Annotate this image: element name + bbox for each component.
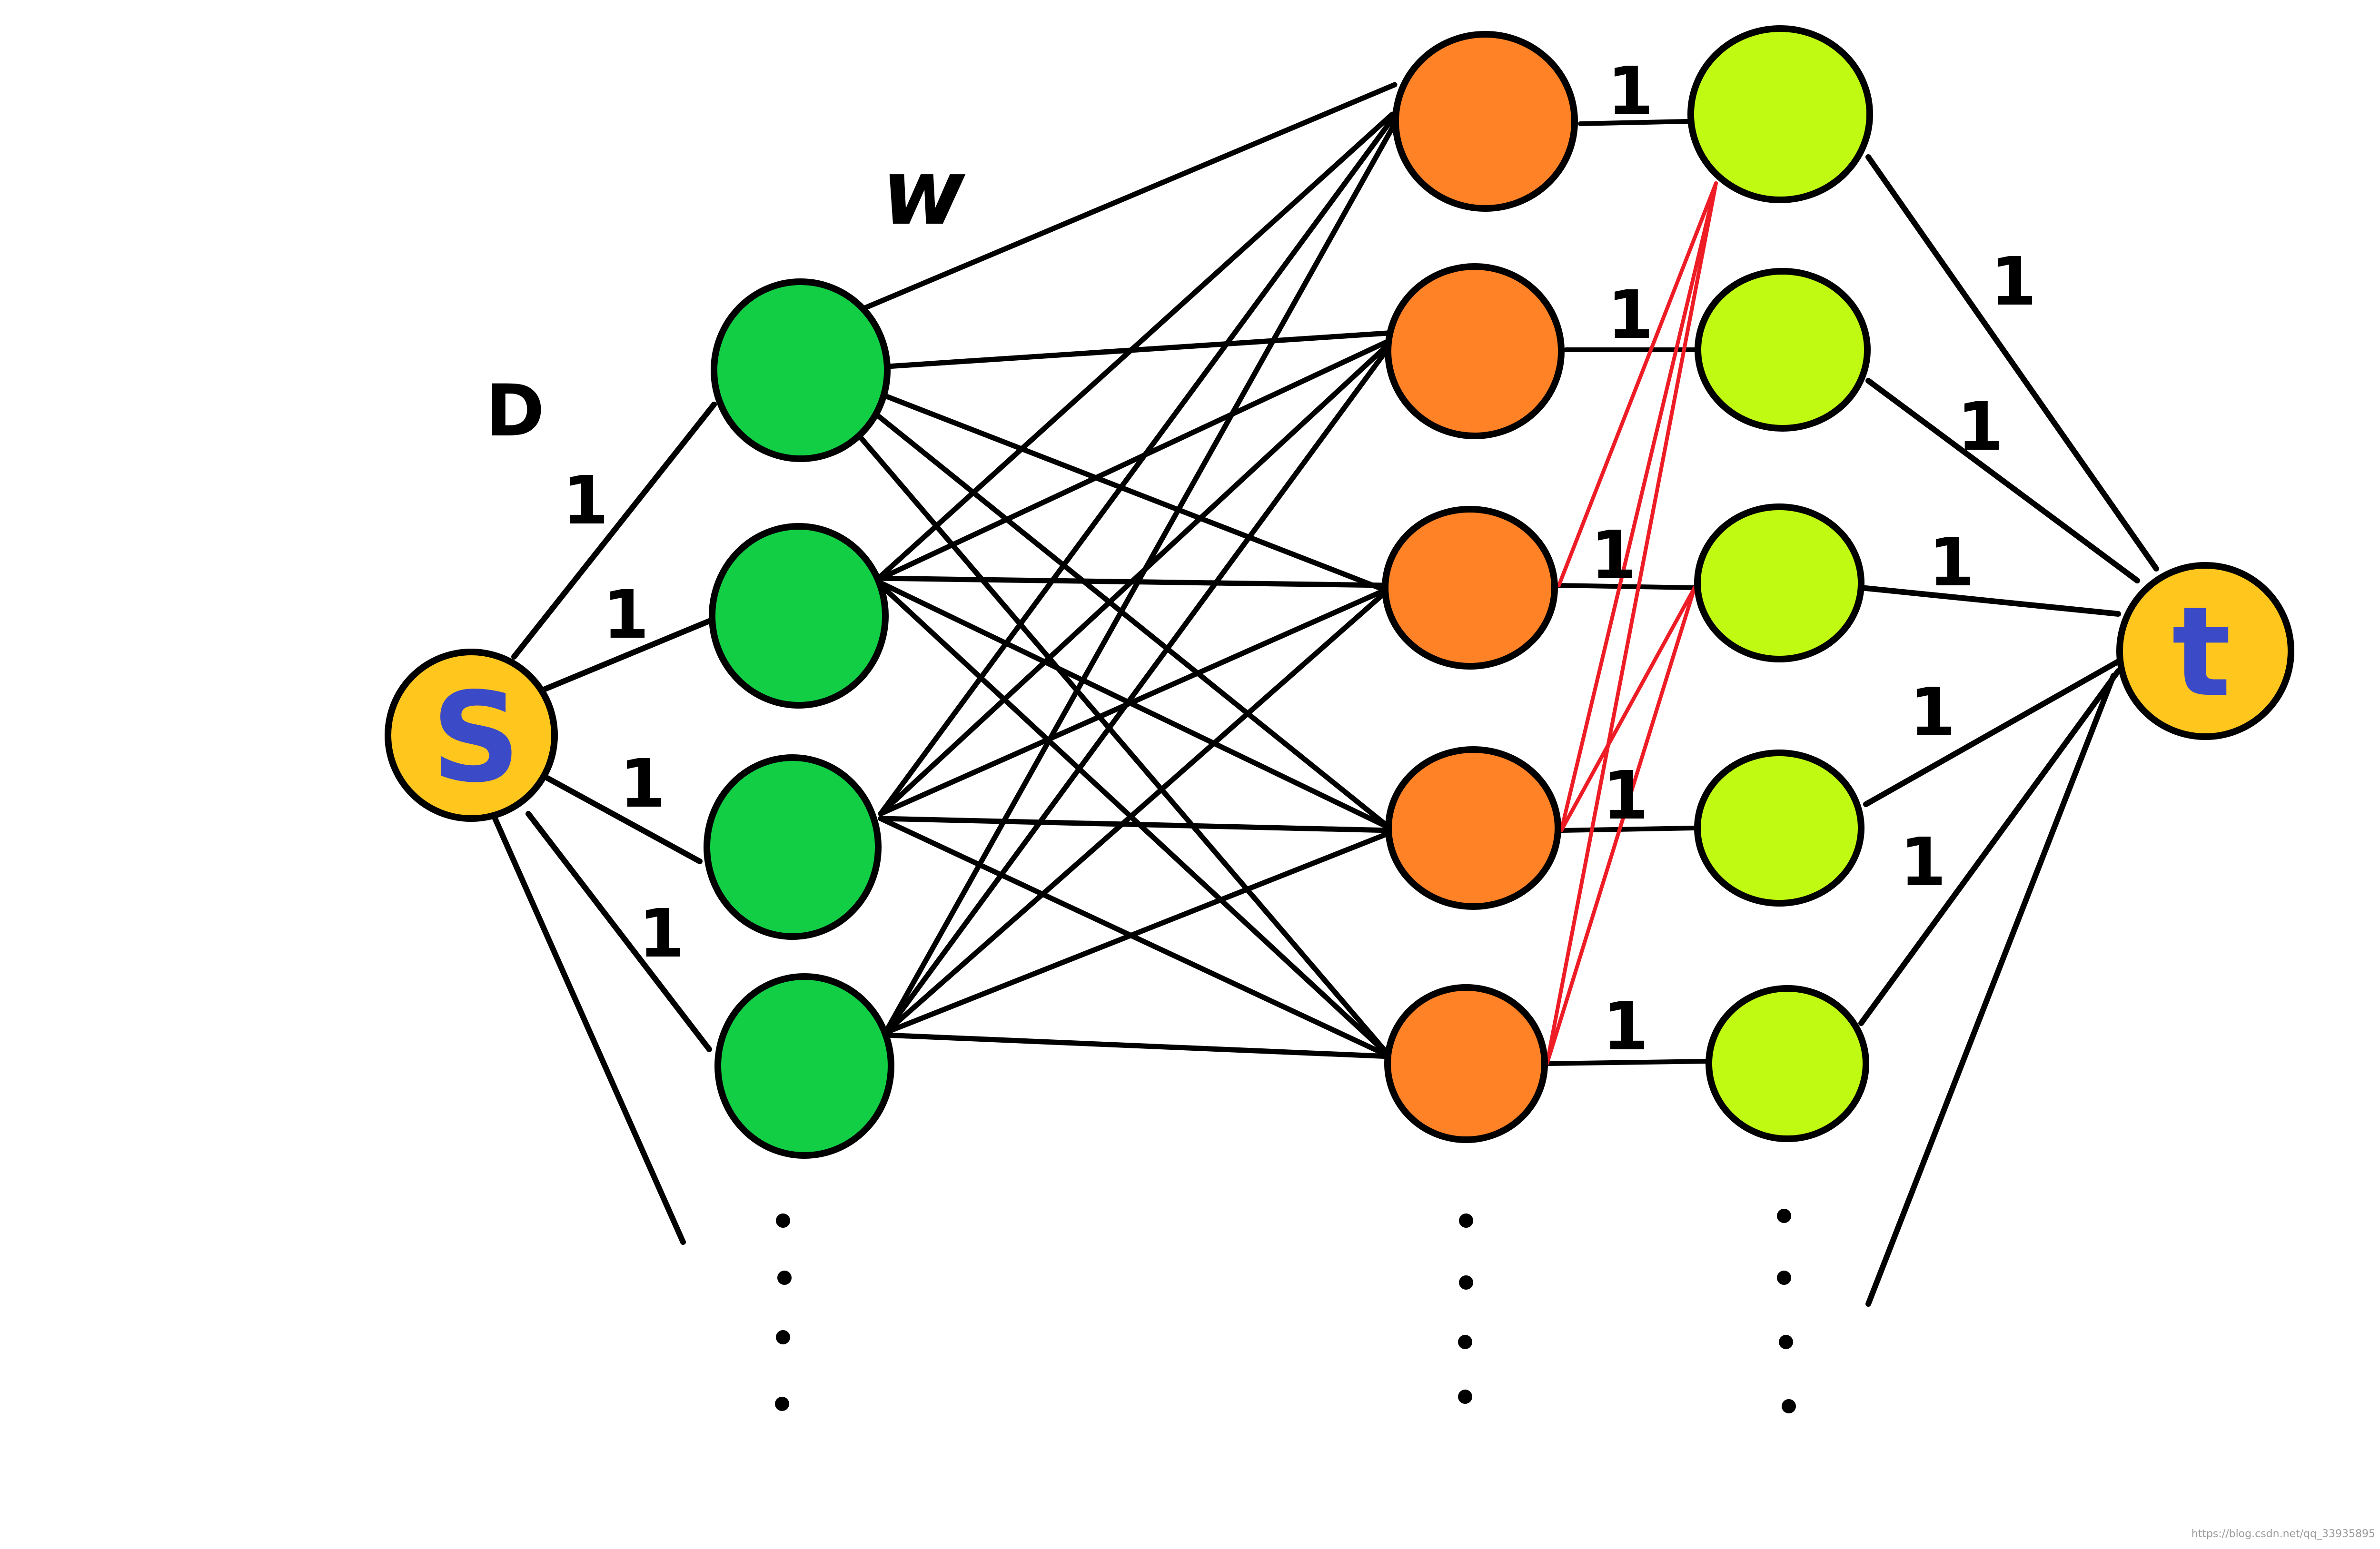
- red-edge-4: [1559, 586, 1696, 832]
- edge-g2-o1: [873, 111, 1395, 583]
- edge-g4-o3: [883, 590, 1388, 1036]
- label-lime-sink-5: 1: [1900, 824, 1946, 901]
- label-lime-sink-1: 1: [1990, 243, 2036, 321]
- edge-g2-o2: [873, 340, 1388, 583]
- edge-s-g2: [540, 618, 712, 693]
- edge-g3-o5: [878, 816, 1393, 1059]
- green-orange-edges: [854, 82, 1398, 1059]
- label-orange-lime-5: 1: [1602, 988, 1648, 1066]
- edge-s-g1: [511, 402, 717, 660]
- lime-node-4: [1694, 750, 1864, 907]
- lime-node-2: [1695, 268, 1871, 432]
- label-lime-sink-2: 1: [1957, 388, 2003, 466]
- label-lime-sink-3: 1: [1928, 524, 1974, 602]
- edge-l1-t: [1865, 154, 2159, 572]
- red-edge-1: [1557, 181, 1718, 587]
- lime-node-5: [1706, 985, 1869, 1142]
- edge-g4-o5: [883, 1032, 1393, 1059]
- label-orange-lime-3: 1: [1590, 517, 1636, 594]
- edge-l4-t: [1863, 659, 2121, 807]
- ellipsis-lime: [1777, 1209, 1796, 1413]
- label-source-edge-3: 1: [619, 745, 665, 823]
- lime-sink-edges: [1858, 154, 2159, 1307]
- source-green-edges: [492, 402, 717, 1245]
- red-edge-2: [1559, 181, 1718, 832]
- label-orange-lime-1: 1: [1607, 53, 1653, 130]
- edge-l2-t: [1865, 378, 2140, 583]
- edge-o5-l5: [1545, 1059, 1711, 1066]
- orange-node-1: [1392, 31, 1578, 212]
- edge-g3-o3: [878, 587, 1388, 817]
- edge-s-more: [492, 816, 686, 1245]
- edge-o3-l3: [1554, 583, 1697, 590]
- label-source-edge-1: 1: [562, 462, 608, 540]
- edge-g2-o5: [873, 578, 1393, 1059]
- highlighted-edges: [1545, 181, 1718, 1066]
- edge-s-g3: [545, 775, 703, 864]
- edge-g1-o2: [885, 330, 1390, 369]
- green-node-1: [711, 278, 891, 462]
- red-edge-5: [1545, 586, 1696, 1066]
- orange-node-3: [1382, 506, 1558, 670]
- source-node: S: [385, 649, 558, 822]
- lime-node-1: [1687, 25, 1873, 203]
- edge-g3-o4: [878, 816, 1393, 833]
- green-layer: [704, 278, 894, 1159]
- green-node-2: [709, 523, 889, 709]
- edge-g3-o1: [878, 116, 1395, 817]
- label-D: D: [486, 370, 545, 453]
- lime-layer: [1687, 25, 1873, 1142]
- edge-g4-o4: [883, 830, 1393, 1036]
- edge-g1-o4: [873, 411, 1393, 831]
- edge-g1-o3: [880, 392, 1388, 593]
- watermark: https://blog.csdn.net/qq_33935895: [2192, 1528, 2375, 1540]
- edge-l5-t: [1858, 668, 2121, 1026]
- sink-label: t: [2172, 581, 2231, 724]
- sink-node: t: [2116, 562, 2294, 740]
- edge-more-t: [1865, 673, 2116, 1307]
- edge-s-g4: [526, 811, 712, 1052]
- edge-o4-l4: [1559, 826, 1697, 833]
- label-orange-lime-4: 1: [1602, 757, 1648, 835]
- ellipsis-green: [775, 1214, 792, 1411]
- red-edge-3: [1545, 181, 1718, 1066]
- label-source-edge-2: 1: [603, 576, 649, 654]
- edge-g4-o1: [883, 121, 1398, 1036]
- green-node-3: [704, 754, 882, 940]
- green-node-4: [714, 973, 894, 1159]
- edge-o1-l1: [1578, 119, 1690, 126]
- orange-node-4: [1385, 746, 1561, 910]
- edge-g1-o5: [854, 430, 1393, 1059]
- source-label: S: [431, 666, 520, 810]
- label-lime-sink-4: 1: [1909, 674, 1955, 751]
- annotation-labels: D w 1 1 1 1 1 1 1 1 1 1 1 1 1 1: [486, 53, 2037, 1066]
- label-orange-lime-2: 1: [1607, 276, 1653, 354]
- source-circle: [385, 649, 558, 822]
- edge-g3-o2: [878, 345, 1388, 817]
- lime-node-3: [1694, 503, 1864, 662]
- edge-g4-o2: [883, 349, 1388, 1036]
- ellipsis-orange: [1458, 1214, 1473, 1404]
- edge-g1-o1: [859, 82, 1398, 312]
- orange-node-5: [1384, 984, 1548, 1143]
- ellipsis-markers: [775, 1209, 1796, 1413]
- edge-l3-t: [1858, 585, 2121, 617]
- sink-circle: [2116, 562, 2294, 740]
- orange-layer: [1382, 31, 1578, 1143]
- label-w: w: [882, 140, 966, 245]
- label-source-edge-4: 1: [638, 895, 684, 973]
- orange-node-2: [1385, 263, 1565, 439]
